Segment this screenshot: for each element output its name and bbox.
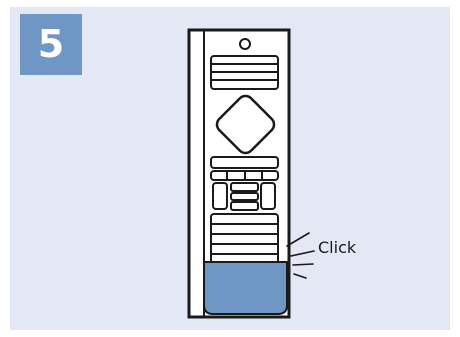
step-number-badge: 5 — [20, 14, 82, 75]
click-callout-label: Click — [318, 238, 357, 257]
remote-control-back-icon — [187, 28, 291, 319]
click-sound-lines-icon — [286, 232, 315, 279]
middle-button-rows — [210, 156, 279, 181]
button-cluster — [212, 182, 276, 211]
number-button-block — [210, 213, 279, 267]
battery-cover — [203, 261, 288, 315]
dpad-diamond — [215, 94, 276, 155]
top-button-block — [210, 55, 279, 90]
